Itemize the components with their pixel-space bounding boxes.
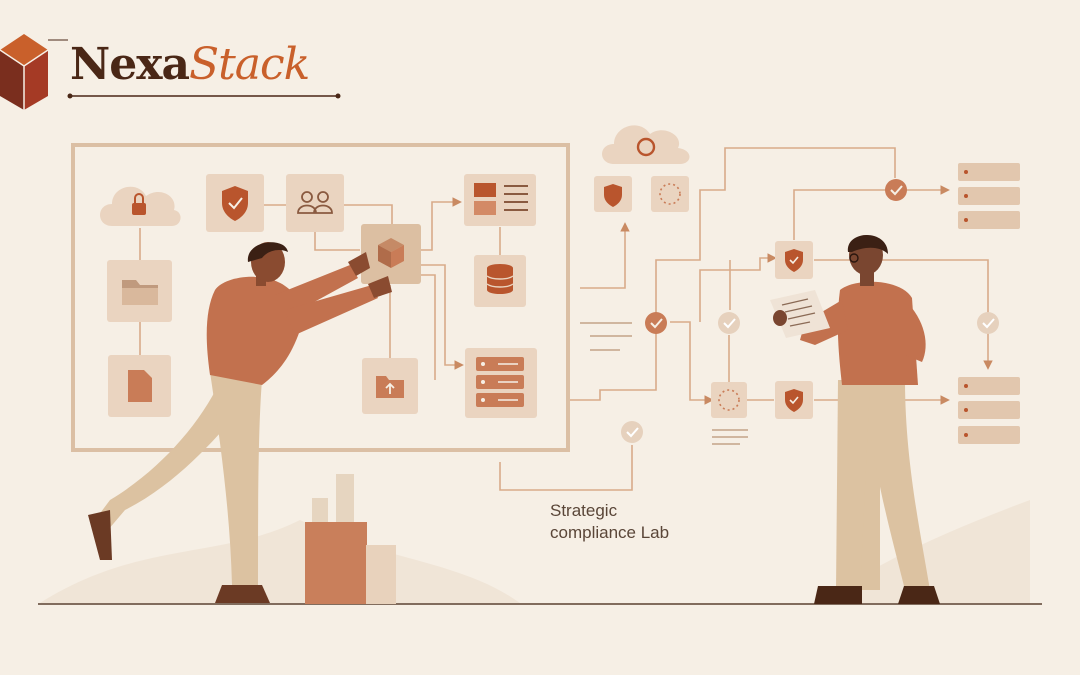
- shield-icon: [206, 174, 264, 232]
- dashed-circle-icon: [711, 382, 747, 418]
- logo-cube-icon: [0, 34, 49, 110]
- server-stack-icon: [958, 163, 1020, 229]
- cloud-sync-icon: [602, 125, 690, 164]
- check-circle-icon: [718, 312, 740, 334]
- folder-icon: [107, 260, 172, 322]
- check-circle-icon: [885, 179, 907, 201]
- cube-icon: [361, 224, 421, 284]
- layout-panel-icon: [464, 174, 536, 226]
- person-left: [88, 242, 392, 603]
- check-circle-icon: [977, 312, 999, 334]
- person-right: [770, 235, 940, 604]
- shield-icon: [775, 381, 813, 419]
- server-stack-icon: [958, 377, 1020, 444]
- upload-folder-icon: [362, 358, 418, 414]
- shield-icon: [775, 241, 813, 279]
- caption-line-1: Strategic: [550, 501, 618, 520]
- document-icon: [108, 355, 171, 417]
- server-stack-icon: [465, 348, 537, 418]
- brand-part-2: Stack: [188, 39, 310, 90]
- brand-logo: NexaStack: [70, 39, 310, 90]
- diagram-board: [71, 143, 570, 452]
- check-circle-icon: [645, 312, 667, 334]
- shield-icon: [594, 176, 632, 212]
- caption-line-2: compliance Lab: [550, 523, 670, 542]
- database-icon: [474, 255, 526, 307]
- caption: Strategic compliance Lab: [550, 500, 669, 544]
- brand-part-1: Nexa: [70, 39, 190, 90]
- users-icon: [286, 174, 344, 232]
- cloud-lock-icon: [100, 186, 181, 226]
- dashed-circle-icon: [651, 176, 689, 212]
- check-circle-icon: [621, 421, 643, 443]
